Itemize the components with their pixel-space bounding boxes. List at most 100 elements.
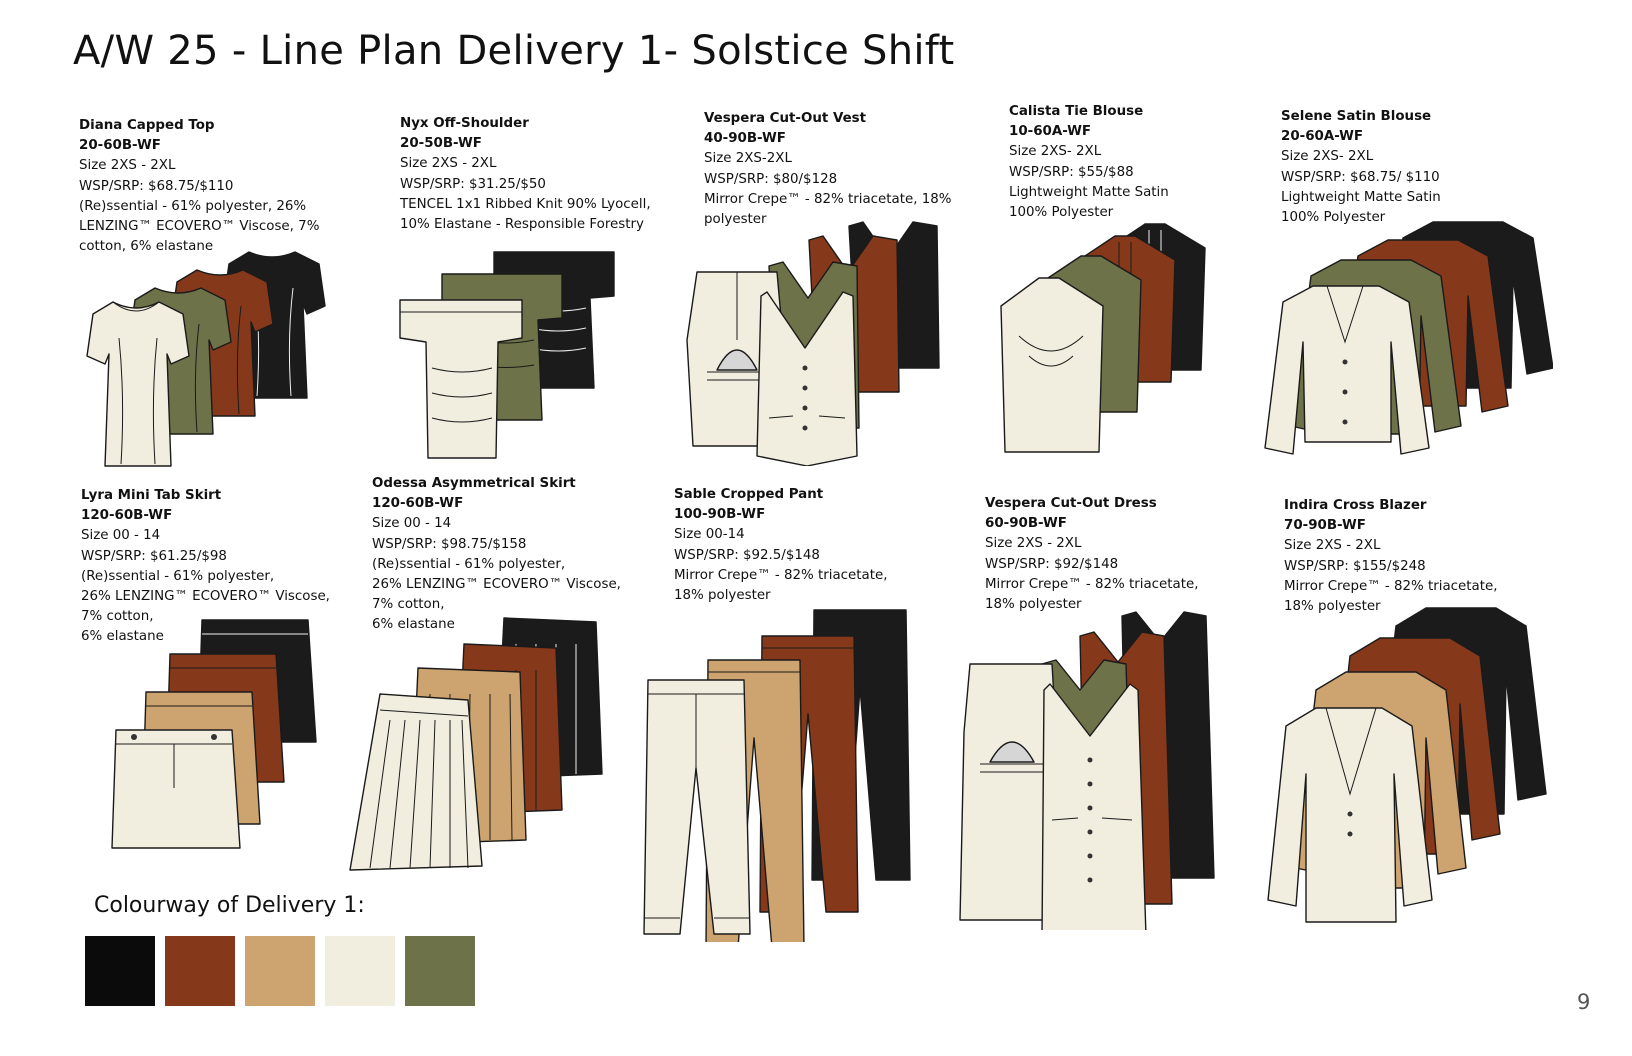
product-spec-odessa: Odessa Asymmetrical Skirt 120-60B-WF Siz… bbox=[372, 474, 621, 636]
product-name: Vespera Cut-Out Vest bbox=[704, 111, 867, 126]
swatch-camel bbox=[245, 936, 315, 1006]
product-name: Sable Cropped Pant bbox=[674, 487, 824, 502]
product-size: Size 2XS - 2XL bbox=[1284, 538, 1381, 554]
product-fabric-line: 18% polyester bbox=[674, 588, 771, 604]
product-spec-diana: Diana Capped Top 20-60B-WF Size 2XS - 2X… bbox=[79, 116, 319, 257]
product-size: Size 00 - 14 bbox=[372, 516, 452, 532]
dress-cream-back bbox=[959, 663, 1061, 921]
swatch-rust bbox=[165, 936, 235, 1006]
product-size: Size 00 - 14 bbox=[81, 528, 161, 544]
product-code: 20-50B-WF bbox=[400, 136, 482, 152]
product-code: 20-60A-WF bbox=[1281, 129, 1364, 145]
calista-cream bbox=[1000, 277, 1104, 453]
page-number: 9 bbox=[1577, 990, 1591, 1014]
product-fabric-line: Mirror Crepe™ - 82% triacetate, bbox=[985, 576, 1199, 592]
product-price: WSP/SRP: $68.75/ $110 bbox=[1281, 169, 1440, 185]
product-price: WSP/SRP: $92/$148 bbox=[985, 556, 1119, 572]
page-title: A/W 25 - Line Plan Delivery 1- Solstice … bbox=[73, 28, 955, 74]
product-code: 60-90B-WF bbox=[985, 516, 1067, 532]
product-fabric-line: polyester bbox=[704, 212, 767, 228]
product-price: WSP/SRP: $31.25/$50 bbox=[400, 176, 546, 192]
product-size: Size 2XS - 2XL bbox=[79, 158, 176, 174]
product-spec-vespera-vest: Vespera Cut-Out Vest 40-90B-WF Size 2XS-… bbox=[704, 109, 952, 230]
sable-pant-illustration bbox=[643, 609, 911, 942]
product-fabric-line: 26% LENZING™ ECOVERO™ Viscose, bbox=[81, 589, 330, 605]
indira-blazer-illustration bbox=[1267, 607, 1547, 923]
swatch-cream bbox=[325, 936, 395, 1006]
product-price: WSP/SRP: $155/$248 bbox=[1284, 558, 1426, 574]
product-fabric-line: (Re)ssential - 61% polyester, 26% bbox=[79, 198, 307, 214]
product-price: WSP/SRP: $68.75/$110 bbox=[79, 178, 234, 194]
sable-cream bbox=[643, 679, 751, 935]
swatch-black bbox=[85, 936, 155, 1006]
indira-cream bbox=[1267, 707, 1433, 923]
product-code: 120-60B-WF bbox=[81, 508, 173, 524]
product-fabric-line: 6% elastane bbox=[81, 629, 164, 645]
product-code: 120-60B-WF bbox=[372, 496, 464, 512]
product-code: 10-60A-WF bbox=[1009, 124, 1092, 140]
colourway-heading: Colourway of Delivery 1: bbox=[94, 893, 365, 918]
product-spec-indira: Indira Cross Blazer 70-90B-WF Size 2XS -… bbox=[1284, 496, 1498, 617]
product-spec-lyra: Lyra Mini Tab Skirt 120-60B-WF Size 00 -… bbox=[81, 486, 330, 648]
product-size: Size 2XS- 2XL bbox=[1281, 149, 1374, 165]
selene-blouse-illustration bbox=[1264, 221, 1553, 455]
product-price: WSP/SRP: $92.5/$148 bbox=[674, 547, 820, 563]
product-spec-calista: Calista Tie Blouse 10-60A-WF Size 2XS- 2… bbox=[1009, 102, 1169, 223]
product-fabric-line: Lightweight Matte Satin bbox=[1281, 189, 1441, 205]
product-fabric-line: 100% Polyester bbox=[1009, 205, 1114, 221]
product-price: WSP/SRP: $98.75/$158 bbox=[372, 536, 527, 552]
diana-capped-top-illustration bbox=[86, 251, 326, 467]
product-price: WSP/SRP: $80/$128 bbox=[704, 171, 838, 187]
vespera-dress-illustration bbox=[959, 611, 1215, 930]
product-size: Size 00-14 bbox=[674, 527, 745, 543]
product-spec-sable: Sable Cropped Pant 100-90B-WF Size 00-14… bbox=[674, 485, 888, 606]
product-fabric-line: Mirror Crepe™ - 82% triacetate, bbox=[1284, 578, 1498, 594]
nyx-top-cream bbox=[399, 299, 523, 459]
product-name: Calista Tie Blouse bbox=[1009, 104, 1144, 119]
product-size: Size 2XS-2XL bbox=[704, 151, 792, 167]
odessa-skirt-illustration bbox=[349, 617, 603, 871]
product-name: Vespera Cut-Out Dress bbox=[985, 496, 1157, 511]
product-fabric-line: Lightweight Matte Satin bbox=[1009, 184, 1169, 200]
product-fabric-line: 18% polyester bbox=[985, 597, 1082, 613]
product-name: Diana Capped Top bbox=[79, 118, 215, 133]
product-fabric-line: 100% Polyester bbox=[1281, 210, 1386, 226]
product-fabric-line: 18% polyester bbox=[1284, 599, 1381, 615]
product-name: Odessa Asymmetrical Skirt bbox=[372, 476, 576, 491]
product-fabric-line: 6% elastane bbox=[372, 617, 455, 633]
product-fabric-line: 26% LENZING™ ECOVERO™ Viscose, bbox=[372, 577, 621, 593]
product-fabric-line: (Re)ssential - 61% polyester, bbox=[81, 568, 275, 584]
product-code: 70-90B-WF bbox=[1284, 518, 1366, 534]
product-fabric-line: 7% cotton, bbox=[372, 597, 445, 613]
product-spec-vespera-dress: Vespera Cut-Out Dress 60-90B-WF Size 2XS… bbox=[985, 494, 1199, 615]
product-fabric-line: cotton, 6% elastane bbox=[79, 239, 214, 255]
vest-cream-front bbox=[756, 291, 858, 466]
odessa-cream bbox=[349, 693, 483, 871]
product-name: Lyra Mini Tab Skirt bbox=[81, 488, 222, 503]
product-fabric-line: Mirror Crepe™ - 82% triacetate, bbox=[674, 567, 888, 583]
product-fabric-line: TENCEL 1x1 Ribbed Knit 90% Lyocell, bbox=[400, 196, 651, 212]
product-fabric-line: LENZING™ ECOVERO™ Viscose, 7% bbox=[79, 219, 320, 235]
selene-cream bbox=[1264, 285, 1430, 455]
product-size: Size 2XS- 2XL bbox=[1009, 144, 1102, 160]
diana-top-cream bbox=[86, 301, 190, 467]
product-fabric-line: Mirror Crepe™ - 82% triacetate, 18% bbox=[704, 191, 952, 207]
product-name: Indira Cross Blazer bbox=[1284, 498, 1427, 513]
vespera-vest-illustration bbox=[686, 221, 940, 466]
product-size: Size 2XS - 2XL bbox=[400, 156, 497, 172]
lyra-skirt-illustration bbox=[111, 619, 317, 849]
product-code: 100-90B-WF bbox=[674, 507, 766, 523]
product-price: WSP/SRP: $61.25/$98 bbox=[81, 548, 227, 564]
product-code: 20-60B-WF bbox=[79, 138, 161, 154]
product-fabric-line: (Re)ssential - 61% polyester, bbox=[372, 556, 566, 572]
product-spec-selene: Selene Satin Blouse 20-60A-WF Size 2XS- … bbox=[1281, 107, 1441, 228]
product-size: Size 2XS - 2XL bbox=[985, 536, 1082, 552]
product-spec-nyx: Nyx Off-Shoulder 20-50B-WF Size 2XS - 2X… bbox=[400, 114, 651, 235]
lyra-cream bbox=[111, 729, 241, 849]
product-price: WSP/SRP: $55/$88 bbox=[1009, 164, 1134, 180]
swatch-olive bbox=[405, 936, 475, 1006]
product-fabric-line: 10% Elastane - Responsible Forestry bbox=[400, 217, 644, 233]
nyx-off-shoulder-illustration bbox=[399, 251, 615, 459]
product-code: 40-90B-WF bbox=[704, 131, 786, 147]
dress-cream-front bbox=[1041, 683, 1147, 930]
